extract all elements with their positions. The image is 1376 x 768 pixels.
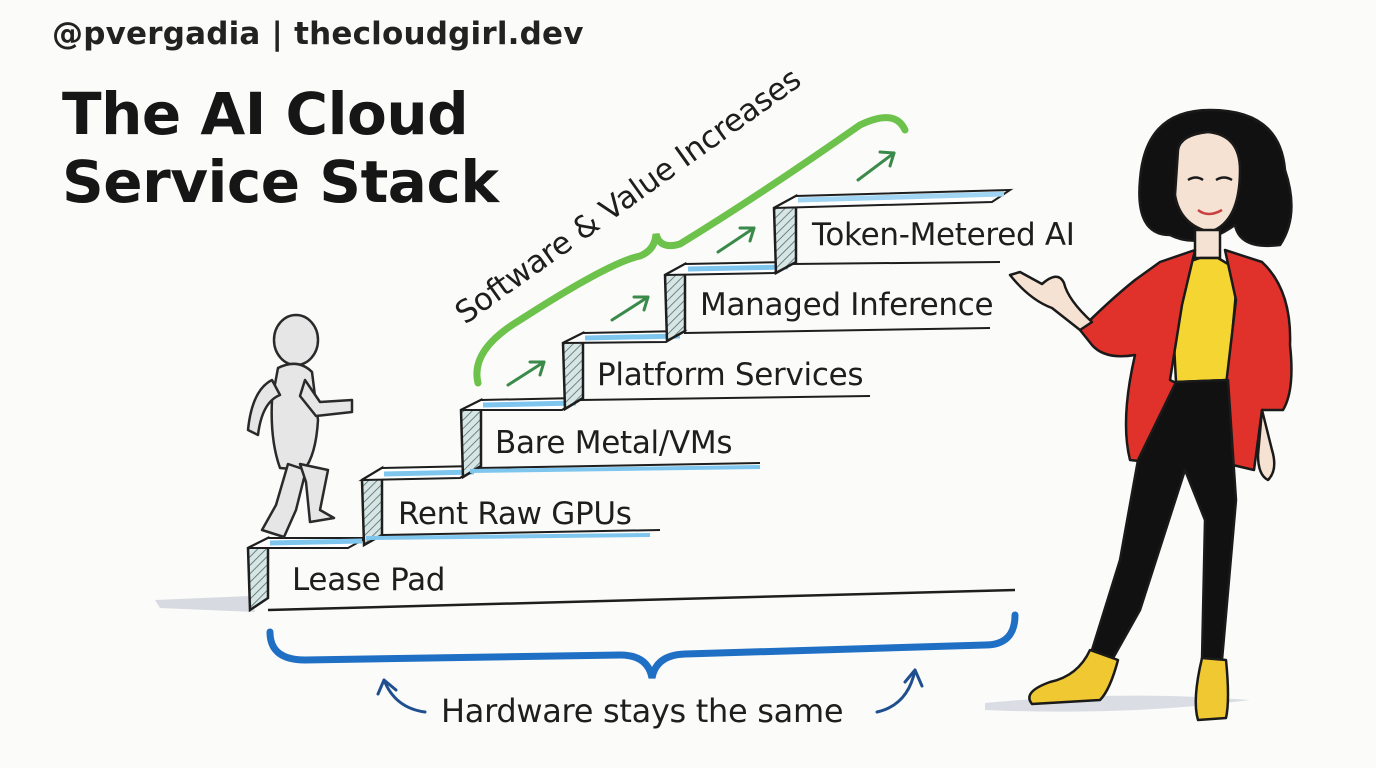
staircase <box>246 188 1016 613</box>
arrow-up-right-icon <box>506 360 546 387</box>
step-arrows <box>506 150 896 387</box>
arrow-up-right-icon <box>610 295 650 322</box>
curved-arrow-icon <box>875 668 924 714</box>
face <box>1173 130 1242 234</box>
arrow-up-right-icon <box>716 226 756 254</box>
step-label-rent-raw-gpus: Rent Raw GPUs <box>398 496 632 532</box>
pointing-hand <box>1008 270 1094 332</box>
curved-arrow-icon <box>376 678 427 714</box>
author-handle: @pvergadia | thecloudgirl.dev <box>52 16 584 52</box>
hardware-same-label: Hardware stays the same <box>441 692 843 730</box>
arrow-up-right-icon <box>856 150 896 182</box>
step-label-platform-services: Platform Services <box>597 357 863 393</box>
title-line-1: The AI Cloud <box>62 80 469 148</box>
right-shoe <box>1194 656 1230 722</box>
step-label-managed-inference: Managed Inference <box>700 287 993 323</box>
left-shoe <box>1028 648 1120 706</box>
step-1 <box>246 535 1016 613</box>
step-label-bare-metal-vms: Bare Metal/VMs <box>495 425 732 461</box>
step-3 <box>459 396 761 480</box>
pants <box>1090 378 1238 662</box>
presenter-illustration <box>1008 108 1293 722</box>
step-label-token-metered-ai: Token-Metered AI <box>811 217 1075 253</box>
step-6 <box>772 188 1014 276</box>
blue-brace <box>266 611 1019 679</box>
title-line-2: Service Stack <box>62 148 499 216</box>
step-label-lease-pad: Lease Pad <box>292 562 445 598</box>
page-title: The AI Cloud Service Stack <box>62 80 499 216</box>
climbing-person-figure <box>246 313 354 539</box>
step-2 <box>358 464 661 548</box>
step-5 <box>663 260 991 344</box>
green-brace <box>473 114 909 387</box>
hardware-arrows <box>376 668 924 714</box>
